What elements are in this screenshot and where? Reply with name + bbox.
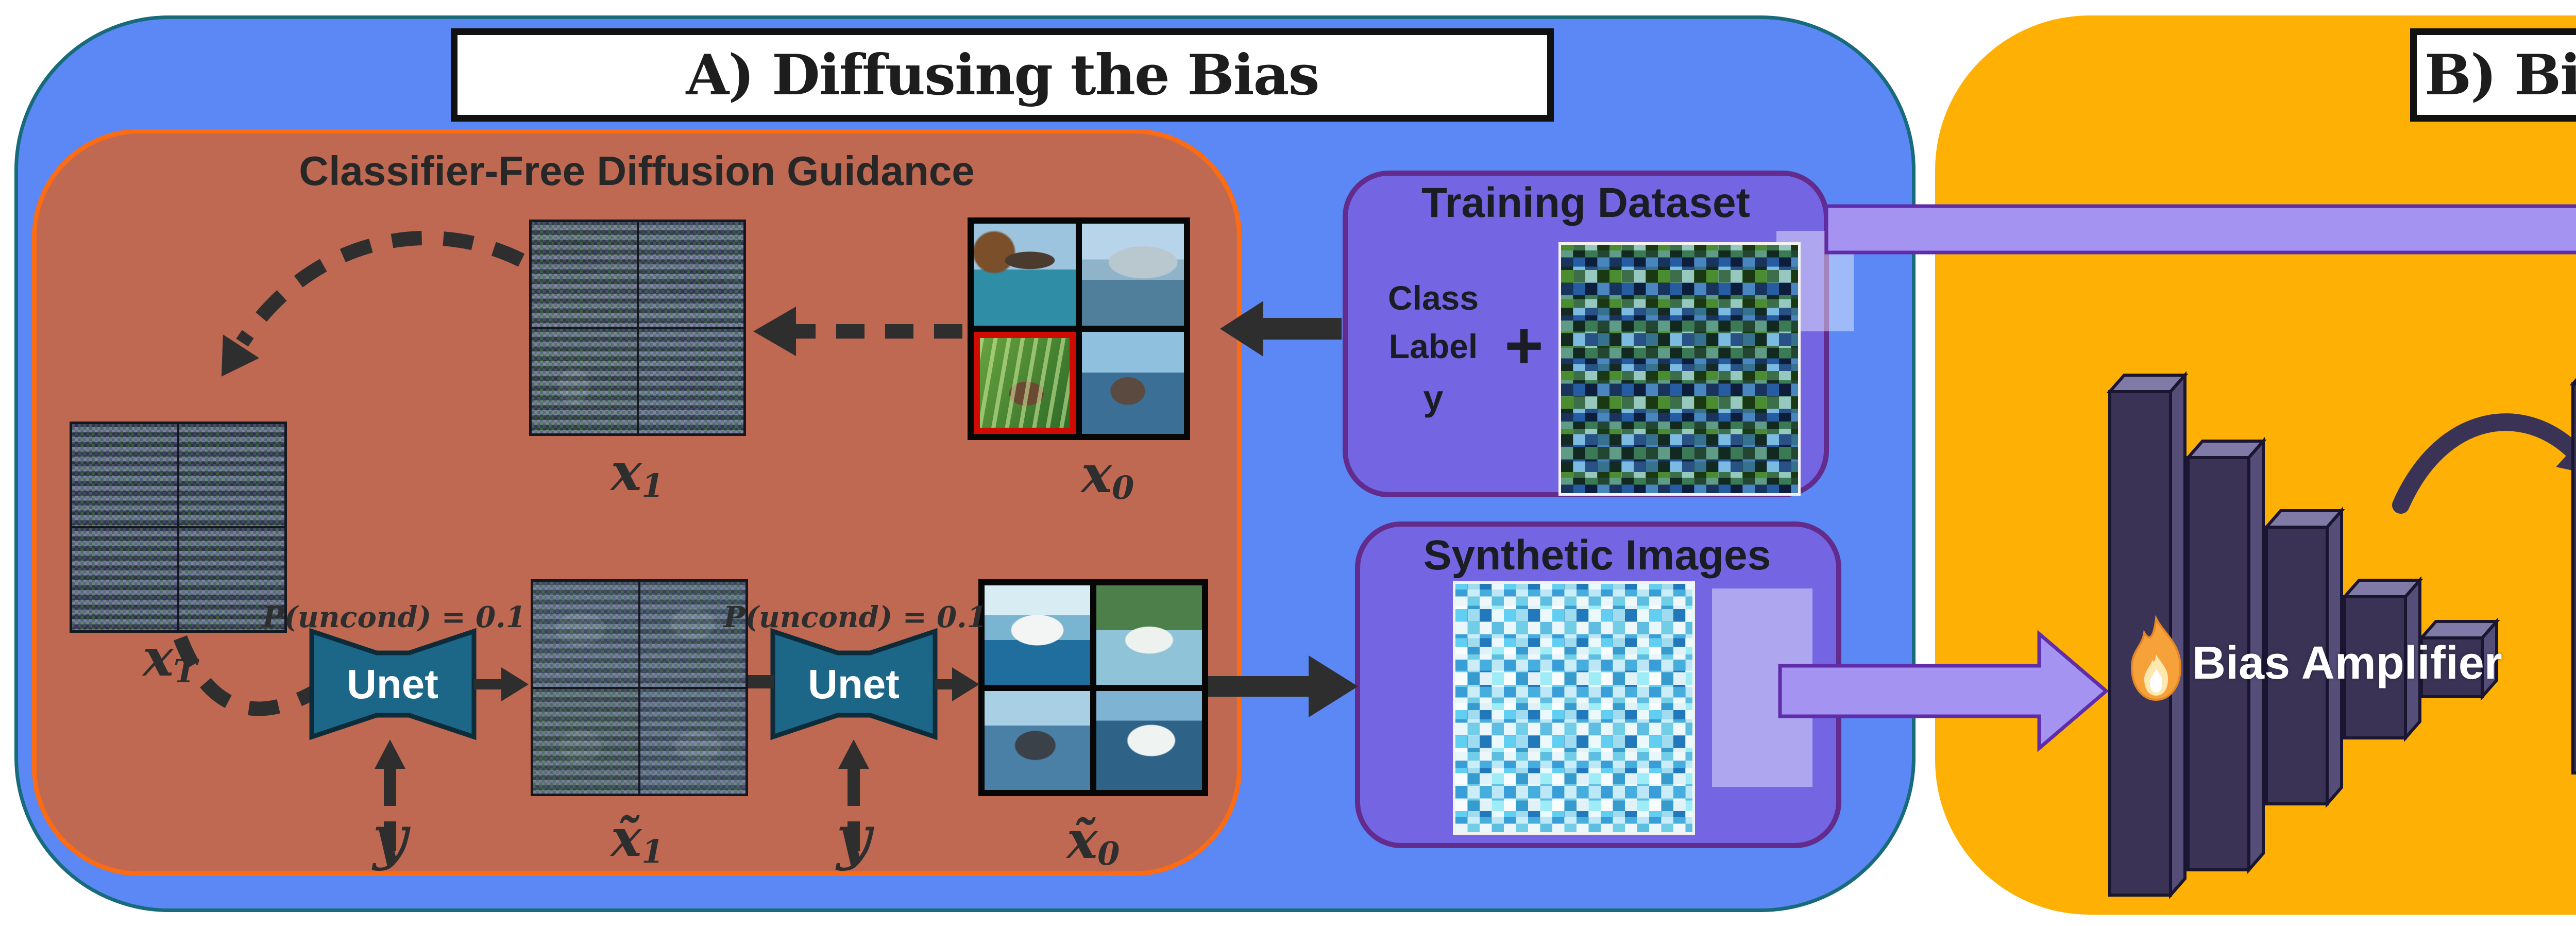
photo-synthetic-gull [985,585,1090,685]
purple-arrow-synthetic-to-amplifier [1778,630,2109,752]
label-y-1: y [372,802,408,872]
photo-synthetic-bird-trees [1096,585,1202,685]
label-x-0: x0 [1081,443,1134,507]
synthetic-images-title: Synthetic Images [1423,532,1771,579]
guidance-title: Classifier-Free Diffusion Guidance [299,148,975,194]
noise-tile [71,423,178,527]
arrow-unet2-to-x0t [935,667,979,701]
class-label-y: y [1423,378,1444,418]
dashed-line-xt-to-unet [173,635,320,716]
noise-tile [178,423,285,527]
noisy-tile [532,687,639,795]
noisy-tile [639,581,747,688]
unet-1-label: Unet [347,661,438,707]
bar [2569,378,2576,775]
noise-tile [71,527,178,631]
bar [2341,576,2424,742]
connector-x1t-to-unet2 [748,675,774,688]
arrow-training-to-x0 [1220,301,1342,357]
arrowhead-icon [2556,431,2576,477]
bar [2263,507,2345,808]
photo-albatross-flying [974,224,1076,326]
panel-b-title: B) Bias Amplifier + Model Debiasing [2424,42,2576,108]
noisy-tile [531,221,638,328]
noisy-tile [637,221,744,328]
panel-b-title-box: B) Bias Amplifier + Model Debiasing [2410,28,2576,122]
photo-beach-scene [1082,224,1184,326]
panel-a-title: A) Diffusing the Bias [686,42,1320,108]
x-1-noisy-grid [529,220,746,436]
dash [384,769,396,806]
arrowhead-icon [753,307,796,356]
curved-arrow-amp1-to-amp2 [2392,413,2576,514]
arrowhead-icon [221,334,260,377]
dash [384,821,396,851]
label-y-2: y [836,802,871,872]
x-t-noise-grid [70,422,287,633]
bar [2184,437,2267,874]
class-label-line2: Label [1388,327,1478,365]
synthetic-images-montage [1453,581,1695,835]
bar [2418,617,2500,701]
unet-1-shape [309,628,477,740]
bias-amplifier-hot-label: Bias Amplifier [2192,637,2502,689]
x-tilde-0-image-grid [978,579,1208,796]
unet-2-label: Unet [808,661,900,707]
photo-duck-in-grass-red-framed [974,332,1076,434]
dash [848,821,860,851]
flame-icon [2130,615,2182,701]
label-x-1: x1 [611,441,664,505]
x-tilde-1-noisy-grid [531,579,748,796]
bias-amplifier-frozen-bars [2569,378,2576,775]
bias-amplifier-hot-bars [2106,371,2500,899]
bar [2106,371,2189,899]
noisy-tile [532,581,639,688]
label-x-tilde-0: x̃0 [1066,809,1120,873]
noisy-tile [531,328,638,434]
training-dataset-montage [1558,242,1801,496]
unet-2-shape [770,628,938,740]
plus-icon: + [1504,308,1544,383]
arrow-unet1-to-x1t [474,667,529,701]
noisy-tile [637,328,744,434]
p-uncond-label-1: P(uncond) = 0.1 [262,600,526,634]
y-arrow-unet2 [838,739,869,851]
noise-tile [178,527,285,631]
training-dataset-title: Training Dataset [1421,179,1750,226]
label-x-t: xT [143,627,197,691]
arrow-x0t-to-synthetic [1208,655,1358,717]
p-uncond-label-2: P(uncond) = 0.1 [723,600,987,634]
arrowhead-icon [375,739,405,769]
photo-synthetic-white-bird [1096,691,1202,790]
y-arrow-unet1 [375,739,405,851]
dash [848,769,860,806]
purple-arrow-training-to-debiased [1824,204,2576,255]
label-x-tilde-1: x̃1 [611,807,664,871]
dashed-arrow-x1-to-xt [236,231,525,347]
photo-lake-scene [1082,332,1184,434]
photo-synthetic-dark-duck [985,691,1090,790]
noisy-tile [639,687,747,795]
panel-a-title-box: A) Diffusing the Bias [451,28,1554,122]
arrowhead-icon [838,739,869,769]
x-0-image-grid [968,217,1190,440]
class-label-line1: Class [1387,279,1479,317]
